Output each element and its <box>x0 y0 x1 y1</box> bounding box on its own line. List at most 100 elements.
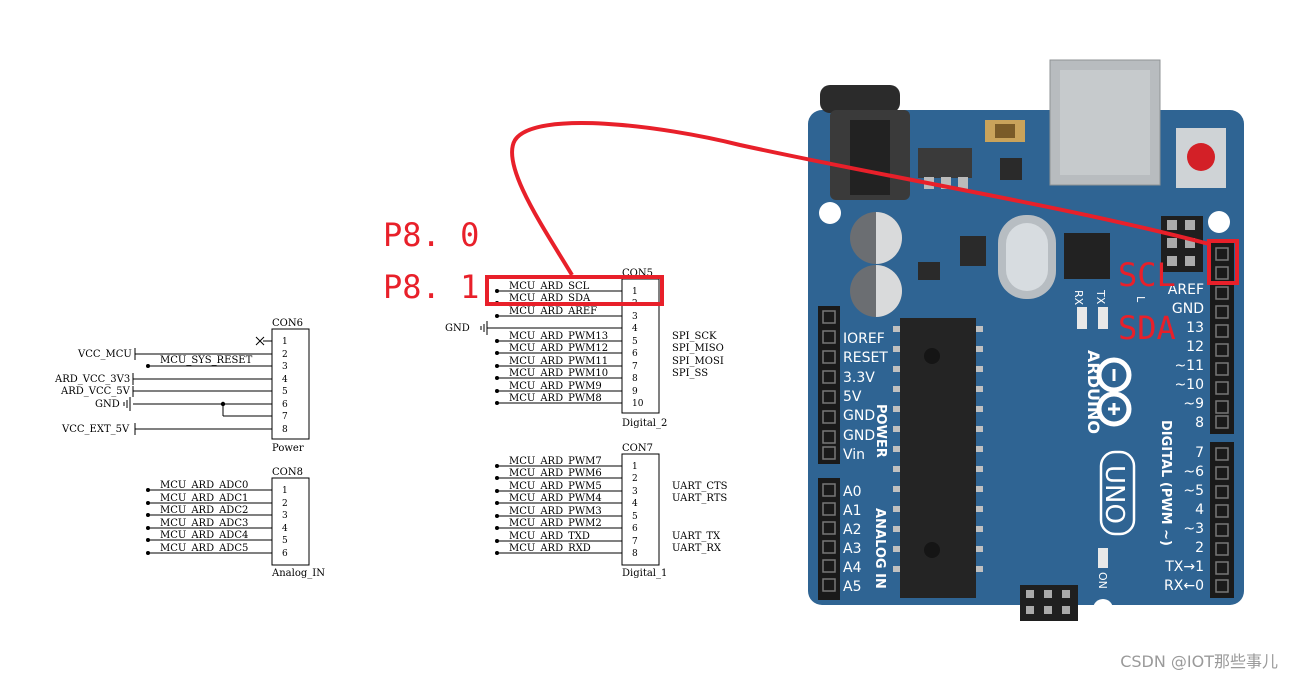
pin-number: 2 <box>632 474 638 484</box>
pin-number: 3 <box>282 511 288 521</box>
net-label: MCU_ARD_PWM2 <box>509 518 602 529</box>
pin-number: 5 <box>282 536 288 546</box>
pin-number: 2 <box>282 350 288 360</box>
pin-number: 4 <box>282 375 288 385</box>
net-label: VCC_EXT_5V <box>61 424 130 435</box>
pin-number: 3 <box>632 487 638 497</box>
pin-number: 7 <box>632 362 638 372</box>
pin-number: 7 <box>282 412 288 422</box>
net-label: MCU_ARD_PWM12 <box>509 343 608 354</box>
net-label: MCU_ARD_ADC3 <box>160 518 248 529</box>
pin-number: 1 <box>282 337 288 347</box>
con7-digital1-connector: CON7 Digital_1 1 2 3 4 5 6 7 8 MCU_ARD_ <box>495 443 728 579</box>
digital-pin-label: RX←0 <box>1164 578 1204 594</box>
digital-pin-label: ~6 <box>1183 464 1204 480</box>
analog-pin-label: A5 <box>843 579 861 595</box>
con8-analog-connector: CON8 Analog_IN 1 2 3 4 5 6 MCU_ARD_ADC0 … <box>146 467 325 579</box>
power-pin-label: 3.3V <box>843 370 875 386</box>
net-label: VCC_MCU <box>77 349 132 360</box>
analog-title: ANALOG IN <box>872 508 887 589</box>
con6-power-connector: CON6 Power 1 2 3 4 5 6 7 8 <box>54 318 310 454</box>
digital-pin-label: ~9 <box>1183 396 1204 412</box>
pin-number: 8 <box>632 549 638 559</box>
rx-label: RX <box>1072 290 1085 306</box>
net-label: MCU_ARD_AREF <box>509 306 597 317</box>
side-label: UART_RTS <box>672 493 727 504</box>
net-label: ARD_VCC_3V3 <box>54 374 130 385</box>
scl-sda-highlight-box <box>485 275 664 306</box>
power-pin-label: GND <box>843 428 875 444</box>
red-annotations: P8. 0 P8. 1 SCL SDA <box>383 121 1239 347</box>
net-label: MCU_ARD_PWM3 <box>509 506 602 517</box>
analog-pin-label: A0 <box>843 484 861 500</box>
net-label: MCU_ARD_TXD <box>509 531 590 542</box>
digital-pin-label: ~10 <box>1174 377 1204 393</box>
con8-name: Analog_IN <box>271 568 325 579</box>
watermark-text: CSDN @IOT那些事儿 <box>1120 652 1278 671</box>
side-label: SPI_MOSI <box>672 356 724 367</box>
power-pin-label: IOREF <box>843 331 885 347</box>
net-label: MCU_ARD_PWM5 <box>509 481 602 492</box>
power-title: POWER <box>873 404 888 458</box>
model-label: UNO <box>1099 465 1129 524</box>
pin-number: 6 <box>282 549 288 559</box>
side-label: SPI_SCK <box>672 331 717 342</box>
net-label: ARD_VCC_5V <box>60 386 131 397</box>
power-pin-label: 5V <box>843 389 862 405</box>
net-label: MCU_ARD_ADC0 <box>160 480 248 491</box>
pin-number: 5 <box>632 512 638 522</box>
pin-number: 1 <box>282 486 288 496</box>
digital-pin-label: 2 <box>1195 540 1204 556</box>
pin-number: 5 <box>282 387 288 397</box>
power-pin-label: GND <box>843 408 875 424</box>
arduino-board: IOREF RESET 3.3V 5V GND GND Vin A0 A1 A2… <box>808 59 1244 621</box>
p80-label: P8. 0 <box>383 216 479 254</box>
net-label: GND <box>445 323 470 334</box>
power-pin-label: RESET <box>843 350 888 366</box>
tx-label: TX <box>1094 289 1107 305</box>
digital-pin-label: 13 <box>1186 320 1204 336</box>
net-label: MCU_ARD_ADC2 <box>160 505 248 516</box>
net-label: GND <box>95 399 120 410</box>
pin-number: 4 <box>632 324 638 334</box>
digital-pin-label: 8 <box>1195 415 1204 431</box>
scl-label: SCL <box>1118 256 1176 294</box>
pin-number: 3 <box>282 362 288 372</box>
side-label: UART_CTS <box>672 481 728 492</box>
net-label: MCU_ARD_ADC4 <box>160 530 248 541</box>
digital-title: DIGITAL (PWM ~) <box>1158 420 1173 546</box>
pin-number: 3 <box>632 312 638 322</box>
side-label: SPI_MISO <box>672 343 724 354</box>
net-label: MCU_ARD_ADC5 <box>160 543 248 554</box>
net-label: MCU_ARD_PWM4 <box>509 493 602 504</box>
con5-ref: CON5 <box>622 268 653 279</box>
net-label: MCU_ARD_PWM8 <box>509 393 602 404</box>
pin-number: 6 <box>632 349 638 359</box>
digital-pin-label: 4 <box>1195 502 1204 518</box>
net-label: MCU_ARD_PWM13 <box>509 331 608 342</box>
net-label: MCU_ARD_ADC1 <box>160 493 248 504</box>
net-label: MCU_ARD_PWM6 <box>509 468 602 479</box>
pin-number: 1 <box>632 462 638 472</box>
digital-pin-label: GND <box>1172 301 1204 317</box>
p81-label: P8. 1 <box>383 268 479 306</box>
pin-number: 2 <box>282 499 288 509</box>
digital-pin-label: 7 <box>1195 445 1204 461</box>
digital-pin-label: TX→1 <box>1164 559 1204 575</box>
con5-name: Digital_2 <box>622 418 667 429</box>
con7-ref: CON7 <box>622 443 653 454</box>
brand-label: ARDUINO <box>1084 350 1103 434</box>
pin-number: 6 <box>632 524 638 534</box>
arduino-logo: ARDUINO UNO <box>1084 350 1136 536</box>
sda-label: SDA <box>1118 309 1176 347</box>
con6-ref: CON6 <box>272 318 303 329</box>
board-scl-sda-highlight-box <box>1207 239 1239 285</box>
analog-pin-label: A4 <box>843 560 862 576</box>
net-label: MCU_ARD_PWM10 <box>509 368 608 379</box>
pin-number: 1 <box>632 287 638 297</box>
connection-curve <box>510 121 1210 277</box>
pin-number: 8 <box>632 374 638 384</box>
pin-number: 4 <box>632 499 638 509</box>
analog-pin-label: A3 <box>843 541 861 557</box>
